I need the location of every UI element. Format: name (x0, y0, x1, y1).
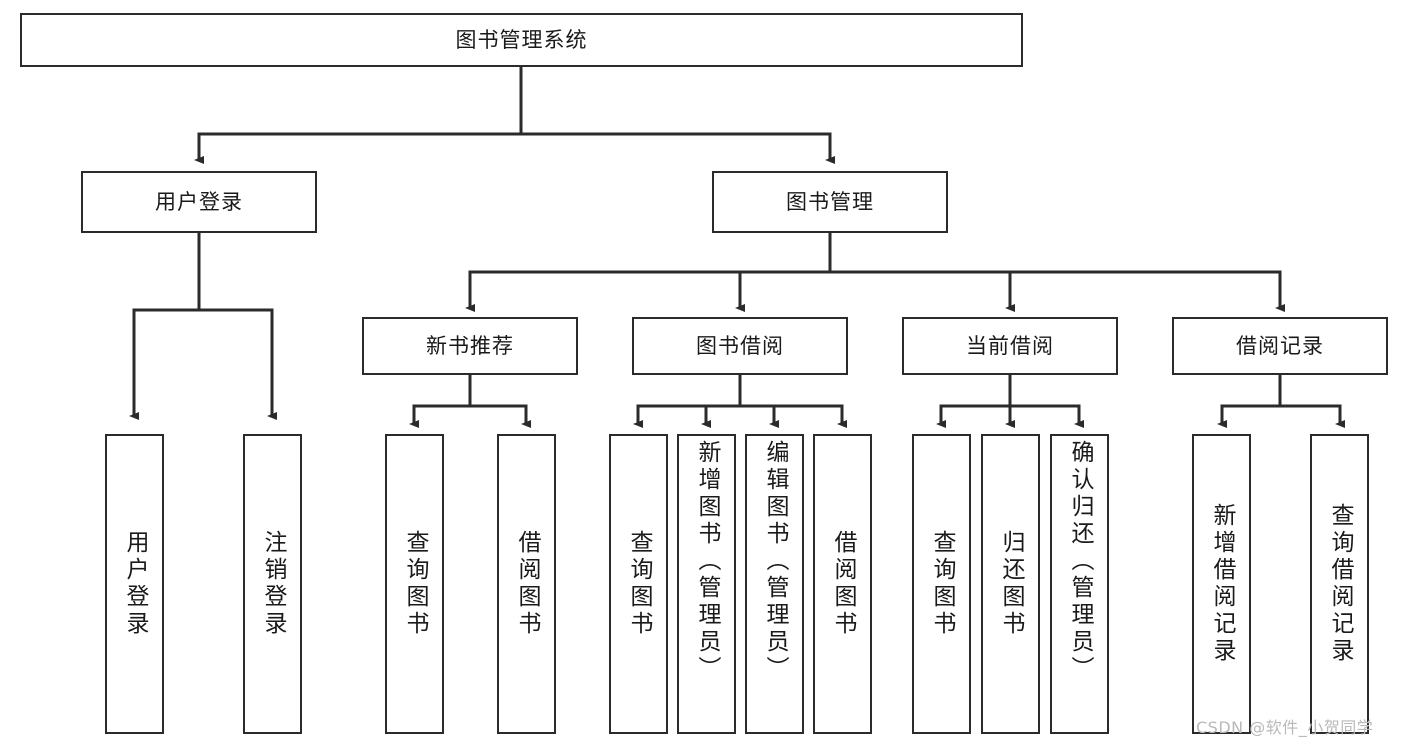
node-current-borrow-label: 当前借阅 (966, 333, 1054, 358)
node-leaf-add-book[interactable]: 新增图书（管理员） (677, 434, 736, 734)
node-leaf-query-book-3[interactable]: 查询图书 (912, 434, 971, 734)
node-leaf-user-logout-label: 注销登录 (260, 530, 286, 638)
node-root[interactable]: 图书管理系统 (20, 13, 1023, 67)
node-book-borrow-label: 图书借阅 (696, 333, 784, 358)
node-leaf-query-book-3-label: 查询图书 (929, 530, 955, 638)
node-new-book-rec-label: 新书推荐 (426, 333, 514, 358)
node-leaf-query-book-2[interactable]: 查询图书 (609, 434, 668, 734)
node-leaf-borrow-book-1-label: 借阅图书 (514, 530, 540, 638)
node-user-login-label: 用户登录 (155, 189, 243, 214)
node-leaf-edit-book[interactable]: 编辑图书（管理员） (745, 434, 804, 734)
node-leaf-query-book-2-label: 查询图书 (626, 530, 652, 638)
node-current-borrow[interactable]: 当前借阅 (902, 317, 1118, 375)
node-new-book-rec[interactable]: 新书推荐 (362, 317, 578, 375)
node-leaf-borrow-book-2[interactable]: 借阅图书 (813, 434, 872, 734)
node-leaf-add-book-label: 新增图书（管理员） (694, 440, 720, 683)
node-leaf-query-record-label: 查询借阅记录 (1327, 503, 1353, 665)
node-leaf-add-record[interactable]: 新增借阅记录 (1192, 434, 1251, 734)
node-user-login[interactable]: 用户登录 (81, 171, 317, 233)
node-root-label: 图书管理系统 (455, 27, 588, 52)
node-leaf-confirm-return[interactable]: 确认归还（管理员） (1050, 434, 1109, 734)
node-leaf-borrow-book-2-label: 借阅图书 (830, 530, 856, 638)
node-leaf-edit-book-label: 编辑图书（管理员） (762, 440, 788, 683)
node-leaf-user-logout[interactable]: 注销登录 (243, 434, 302, 734)
node-leaf-user-login[interactable]: 用户登录 (105, 434, 164, 734)
node-leaf-user-login-label: 用户登录 (122, 530, 148, 638)
node-leaf-add-record-label: 新增借阅记录 (1209, 503, 1235, 665)
node-leaf-query-record[interactable]: 查询借阅记录 (1310, 434, 1369, 734)
node-leaf-confirm-return-label: 确认归还（管理员） (1067, 440, 1093, 683)
node-leaf-return-book-label: 归还图书 (998, 530, 1024, 638)
node-leaf-borrow-book-1[interactable]: 借阅图书 (497, 434, 556, 734)
node-leaf-return-book[interactable]: 归还图书 (981, 434, 1040, 734)
node-leaf-query-book-1[interactable]: 查询图书 (385, 434, 444, 734)
node-book-manage[interactable]: 图书管理 (712, 171, 948, 233)
node-book-borrow[interactable]: 图书借阅 (632, 317, 848, 375)
node-leaf-query-book-1-label: 查询图书 (402, 530, 428, 638)
node-borrow-record[interactable]: 借阅记录 (1172, 317, 1388, 375)
node-book-manage-label: 图书管理 (786, 189, 874, 214)
node-borrow-record-label: 借阅记录 (1236, 333, 1324, 358)
